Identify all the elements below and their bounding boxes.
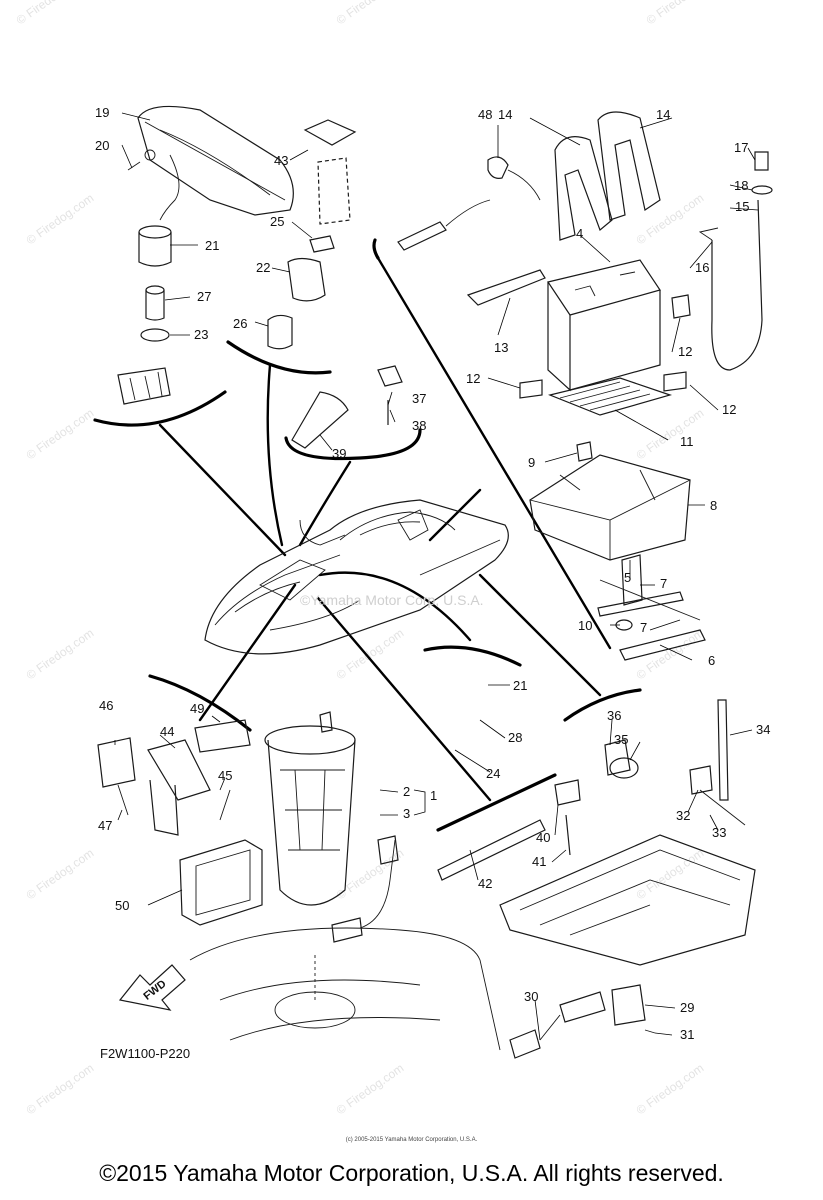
clip-and-band [291,365,403,449]
callout-4: 4 [576,226,583,241]
copyright-footer: ©2015 Yamaha Motor Corporation, U.S.A. A… [99,1160,724,1186]
callout-30: 30 [524,989,538,1004]
group-brackets [93,238,642,832]
watermark-text: © Firedog.com [334,1061,407,1118]
callout-49: 49 [190,701,204,716]
callout-39: 39 [332,446,346,461]
callout-27: 27 [197,289,211,304]
watermark-text: © Firedog.com [634,406,707,463]
callout-9: 9 [528,455,535,470]
callout-14: 14 [498,107,512,122]
callout-18: 18 [734,178,748,193]
callout-31: 31 [680,1027,694,1042]
callout-44: 44 [160,724,174,739]
callout-6: 6 [708,653,715,668]
callout-1: 1 [430,788,437,803]
callout-47: 47 [98,818,112,833]
callout-35: 35 [614,732,628,747]
watermark-text: © Firedog.com [24,1061,97,1118]
watermark-text: © Firedog.com [24,191,97,248]
callout-12: 12 [678,344,692,359]
callout-25: 25 [270,214,284,229]
center-top-components [267,119,357,350]
callout-8: 8 [710,498,717,513]
callout-7: 7 [660,576,667,591]
watermark-text: © Firedog.com [334,0,407,27]
callout-13: 13 [494,340,508,355]
callout-38: 38 [412,418,426,433]
watermark-text: © Firedog.com [14,0,87,27]
watercraft-outline [204,499,509,655]
callout-26: 26 [233,316,247,331]
fwd-arrow: FWD [118,964,186,1011]
watermark-text: © Firedog.com [644,0,717,27]
callout-14: 14 [656,107,670,122]
callout-32: 32 [676,808,690,823]
fwd-label: FWD [141,978,168,1003]
leader-lines [114,112,759,1041]
callout-5: 5 [624,570,631,585]
callout-3: 3 [403,806,410,821]
callout-24: 24 [486,766,500,781]
meter-assembly [127,105,294,221]
diagram-code: F2W1100-P220 [100,1046,190,1061]
watermark-text: © Firedog.com [334,626,407,683]
callout-11: 11 [680,434,694,449]
watermark-text: © Firedog.com [334,846,407,903]
callout-43: 43 [274,153,288,168]
micro-copyright: (c) 2005-2015 Yamaha Motor Corporation, … [345,1137,478,1143]
callout-20: 20 [95,138,109,153]
lower-right-group [437,699,756,1059]
callout-23: 23 [194,327,208,342]
callout-46: 46 [99,698,113,713]
watermark-layer: © Firedog.com © Firedog.com © Firedog.com ©… [14,0,717,1117]
callout-36: 36 [607,708,621,723]
left-component-stack [117,225,172,405]
watermark-text: © Firedog.com [634,1061,707,1118]
callout-7: 7 [640,620,647,635]
lower-left-group [97,711,399,943]
callout-50: 50 [115,898,129,913]
callout-42: 42 [478,876,492,891]
callout-45: 45 [218,768,232,783]
callout-10: 10 [578,618,592,633]
callout-37: 37 [412,391,426,406]
battery-group [397,111,773,661]
callout-48: 48 [478,107,492,122]
callout-2: 2 [403,784,410,799]
watermark-text: © Firedog.com [24,626,97,683]
callout-22: 22 [256,260,270,275]
callout-28: 28 [508,730,522,745]
hull-floor [189,927,501,1051]
callout-12: 12 [466,371,480,386]
callout-17: 17 [734,140,748,155]
callout-21: 21 [205,238,219,253]
callout-15: 15 [735,199,749,214]
embedded-watermark: ©Yamaha Motor Corp, U.S.A. [300,592,484,608]
watermark-text: © Firedog.com [634,191,707,248]
callout-34: 34 [756,722,770,737]
callout-41: 41 [532,854,546,869]
callout-12: 12 [722,402,736,417]
callout-29: 29 [680,1000,694,1015]
callout-40: 40 [536,830,550,845]
callout-33: 33 [712,825,726,840]
callout-21: 21 [513,678,527,693]
callout-16: 16 [695,260,709,275]
watermark-text: © Firedog.com [24,406,97,463]
callout-19: 19 [95,105,109,120]
watermark-text: © Firedog.com [24,846,97,903]
